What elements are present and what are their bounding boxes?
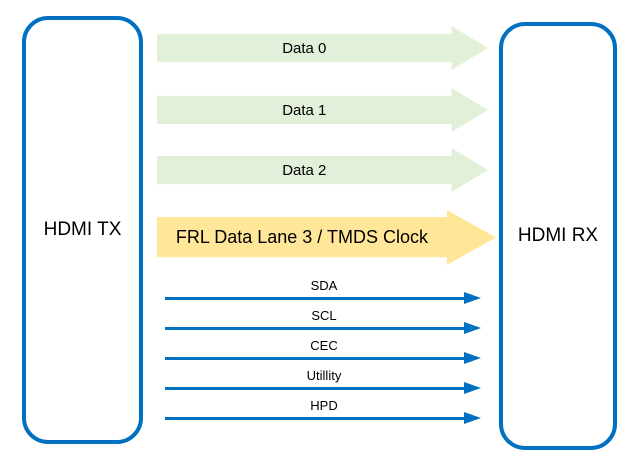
data1-lane-label: Data 1 <box>282 101 327 119</box>
data2-lane-label: Data 2 <box>282 161 327 179</box>
data0-lane-label: Data 0 <box>282 39 327 57</box>
block-arrow-shape <box>157 210 496 265</box>
scl-signal-arrow: SCL <box>165 308 483 334</box>
utility-label: Utillity <box>306 368 342 383</box>
frl-lane3-tmds-clock-arrow: FRL Data Lane 3 / TMDS Clock <box>157 210 496 265</box>
sda-signal-arrow: SDA <box>165 278 483 304</box>
utility-signal-arrow: Utillity <box>165 368 483 394</box>
data1-lane-arrow: Data 1 <box>157 88 488 132</box>
sda-label: SDA <box>310 278 338 293</box>
hdmi-rx-box: HDMI RX <box>499 22 617 450</box>
arrow-line <box>165 387 465 390</box>
frl-lane3-tmds-clock-label: FRL Data Lane 3 / TMDS Clock <box>175 227 428 247</box>
hpd-label: HPD <box>310 398 338 413</box>
arrowhead-icon <box>464 352 481 364</box>
arrow-line <box>165 327 465 330</box>
data2-lane-arrow: Data 2 <box>157 148 488 192</box>
arrow-line <box>165 297 465 300</box>
hdmi-tx-box: HDMI TX <box>22 16 143 444</box>
arrowhead-icon <box>464 382 481 394</box>
data0-lane-arrow: Data 0 <box>157 26 488 70</box>
arrowhead-icon <box>464 412 481 424</box>
hpd-signal-arrow: HPD <box>165 398 483 424</box>
arrowhead-icon <box>464 322 481 334</box>
arrowhead-icon <box>464 292 481 304</box>
cec-label: CEC <box>310 338 338 353</box>
arrow-line <box>165 357 465 360</box>
hdmi-tx-label: HDMI TX <box>43 219 122 240</box>
arrow-line <box>165 417 465 420</box>
cec-signal-arrow: CEC <box>165 338 483 364</box>
hdmi-rx-label: HDMI RX <box>517 225 599 246</box>
scl-label: SCL <box>311 308 337 323</box>
